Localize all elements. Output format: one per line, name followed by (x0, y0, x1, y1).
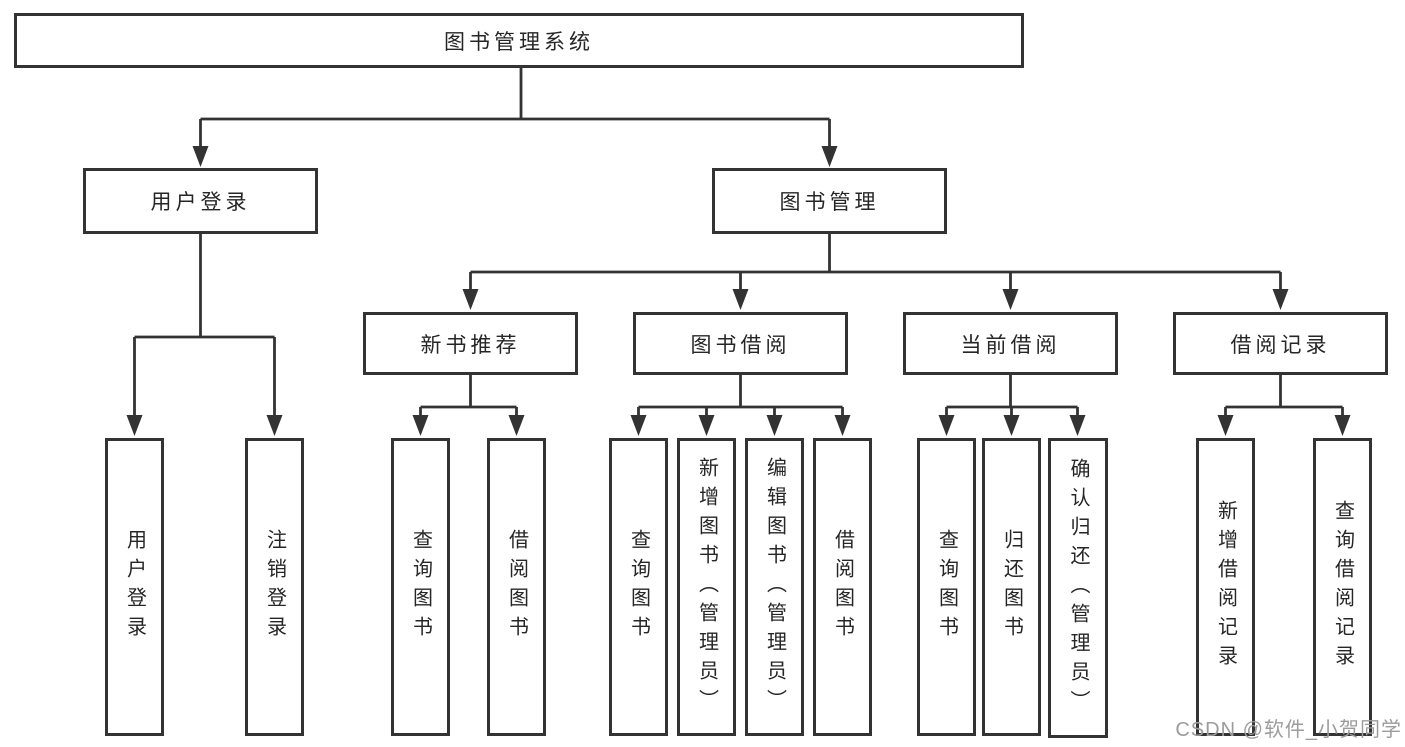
node-label: 借阅记录 (1230, 333, 1331, 357)
leaf-query-books-current: 查询图书 (917, 438, 976, 736)
node-book-borrowing: 图书借阅 (633, 312, 848, 375)
node-label: 归还图书 (1000, 529, 1023, 645)
leaf-add-book-admin: 新增图书（管理员） (677, 438, 736, 736)
node-label: 借阅图书 (831, 529, 854, 645)
leaf-query-borrow-record: 查询借阅记录 (1313, 438, 1372, 736)
leaf-add-borrow-record: 新增借阅记录 (1196, 438, 1255, 736)
node-book-management: 图书管理 (712, 168, 947, 234)
node-borrowing-records: 借阅记录 (1173, 312, 1388, 375)
node-library-management-system: 图书管理系统 (14, 13, 1024, 68)
node-label: 当前借阅 (960, 333, 1061, 357)
node-label: 编辑图书（管理员） (763, 456, 786, 718)
node-label: 查询图书 (935, 529, 958, 645)
node-user-login: 用户登录 (83, 168, 318, 234)
node-label: 查询图书 (409, 529, 432, 645)
node-label: 新书推荐 (420, 333, 521, 357)
node-label: 用户登录 (150, 191, 251, 214)
node-new-book-recommendation: 新书推荐 (363, 312, 578, 375)
node-label: 图书借阅 (690, 333, 791, 357)
leaf-logout: 注销登录 (245, 438, 304, 736)
node-label: 图书管理 (779, 191, 880, 214)
leaf-query-books-borrowing: 查询图书 (609, 438, 668, 736)
leaf-query-books-recommend: 查询图书 (391, 438, 450, 736)
leaf-confirm-return-admin: 确认归还（管理员） (1048, 438, 1108, 738)
leaf-borrow-books-borrowing: 借阅图书 (813, 438, 872, 736)
watermark: CSDN @软件_小贺同学 (1175, 719, 1402, 741)
leaf-edit-book-admin: 编辑图书（管理员） (745, 438, 804, 736)
node-label: 查询图书 (627, 529, 650, 645)
leaf-return-book: 归还图书 (982, 438, 1041, 736)
node-label: 查询借阅记录 (1331, 500, 1354, 674)
leaf-borrow-books-recommend: 借阅图书 (487, 438, 546, 736)
node-label: 图书管理系统 (444, 30, 594, 54)
node-label: 确认归还（管理员） (1067, 457, 1089, 719)
node-current-borrowing: 当前借阅 (903, 312, 1118, 375)
node-label: 用户登录 (123, 529, 146, 645)
node-label: 借阅图书 (505, 529, 528, 645)
node-label: 注销登录 (263, 529, 286, 645)
node-label: 新增图书（管理员） (695, 456, 718, 718)
node-label: 新增借阅记录 (1214, 500, 1237, 674)
leaf-user-login: 用户登录 (105, 438, 164, 736)
